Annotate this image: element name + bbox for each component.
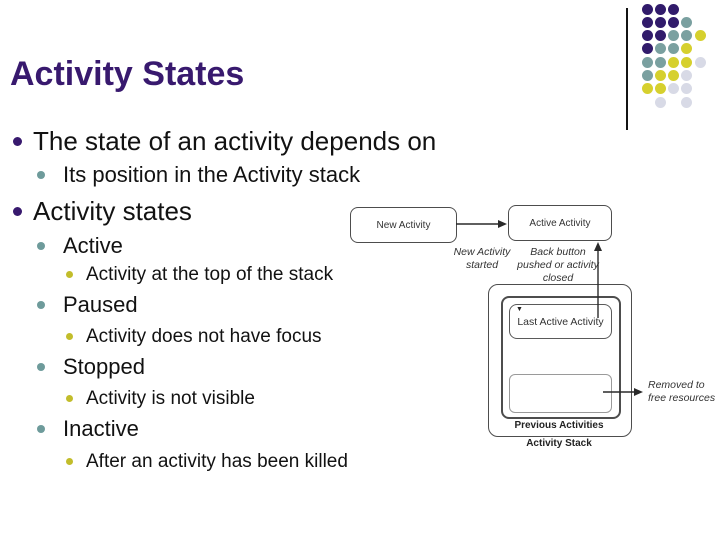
decor-dot: [681, 96, 693, 108]
decor-dot: [668, 56, 680, 68]
decor-dot: [641, 3, 653, 15]
decor-dot: [654, 30, 666, 42]
decor-dot: [654, 96, 666, 108]
decor-dot: [654, 3, 666, 15]
decor-dot: [654, 43, 666, 55]
bullet-icon: [37, 171, 45, 179]
bullet-text: Activity does not have focus: [86, 326, 322, 347]
decor-dot: [681, 70, 693, 81]
new-activity-started-label: New Activity started: [453, 246, 511, 272]
bullet-text: Activity at the top of the stack: [86, 264, 334, 285]
decor-dot: [668, 16, 680, 28]
decor-dot: [654, 16, 666, 28]
decor-dot: [668, 3, 680, 15]
decor-dot: [641, 43, 653, 55]
bullet-line: Paused: [0, 292, 500, 324]
bullet-line: Activity is not visible: [0, 388, 500, 420]
decor-dot: [694, 56, 706, 68]
bullet-icon: [66, 333, 73, 340]
bullet-line: After an activity has been killed: [0, 451, 500, 483]
decor-dot: [681, 30, 693, 42]
decor-dot: [668, 30, 680, 42]
bullet-line: The state of an activity depends on: [0, 126, 500, 159]
arrow-down-icon: ▼: [516, 306, 523, 313]
decor-dot: [681, 16, 693, 28]
bullet-icon: [37, 301, 45, 309]
slide-title: Activity States: [10, 55, 245, 93]
decor-dot: [641, 70, 653, 81]
bullet-text: The state of an activity depends on: [33, 126, 437, 156]
bullet-icon: [13, 207, 22, 216]
decor-dot: [694, 30, 706, 42]
decor-dot: [641, 16, 653, 28]
bullet-icon: [66, 271, 73, 278]
bullet-text: Activity states: [33, 196, 192, 226]
bullet-icon: [37, 242, 45, 250]
bullet-text: Stopped: [63, 354, 145, 379]
bullet-icon: [66, 395, 73, 402]
bullet-icon: [66, 458, 73, 465]
decor-dot: [641, 56, 653, 68]
decor-dot: [668, 70, 680, 81]
back-button-label: Back button pushed or activity closed: [517, 246, 599, 285]
bullet-line: Stopped: [0, 354, 500, 386]
bullet-text: Activity is not visible: [86, 388, 255, 409]
decor-dot: [654, 70, 666, 81]
bullet-line: Activity states: [0, 196, 500, 229]
bullet-text: Paused: [63, 292, 138, 317]
bullet-line: Its position in the Activity stack: [0, 162, 500, 194]
bullet-line: Activity at the top of the stack: [0, 264, 500, 296]
bullet-text: After an activity has been killed: [86, 451, 348, 472]
decor-dot: [681, 56, 693, 68]
decor-dot: [641, 83, 653, 95]
active-activity-box: Active Activity: [508, 205, 612, 241]
decor-dot: [641, 30, 653, 42]
bullet-text: Its position in the Activity stack: [63, 162, 361, 187]
bullet-line: Inactive: [0, 416, 500, 448]
last-active-activity-box: ▼ Last Active Activity: [509, 304, 612, 339]
decor-dot: [654, 83, 666, 95]
decor-dot: [654, 56, 666, 68]
last-active-activity-label: Last Active Activity: [517, 315, 604, 328]
bullet-text: Inactive: [63, 416, 139, 441]
bullet-line: Activity does not have focus: [0, 326, 500, 358]
decor-dot: [681, 83, 693, 95]
bullet-line: Active: [0, 233, 500, 265]
decor-dot: [668, 43, 680, 55]
bullet-icon: [13, 137, 22, 146]
removed-to-free-resources-label: Removed to free resources: [648, 379, 716, 405]
decor-vertical-line: [626, 8, 628, 130]
previous-activities-label: Previous Activities: [514, 420, 604, 431]
decor-dot: [681, 43, 693, 55]
decor-dot: [668, 83, 680, 95]
bullet-icon: [37, 425, 45, 433]
bullet-text: Active: [63, 233, 123, 258]
removed-activity-box: [509, 374, 612, 413]
new-activity-box: New Activity: [350, 207, 457, 243]
bullet-icon: [37, 363, 45, 371]
activity-stack-label: Activity Stack: [526, 438, 592, 449]
